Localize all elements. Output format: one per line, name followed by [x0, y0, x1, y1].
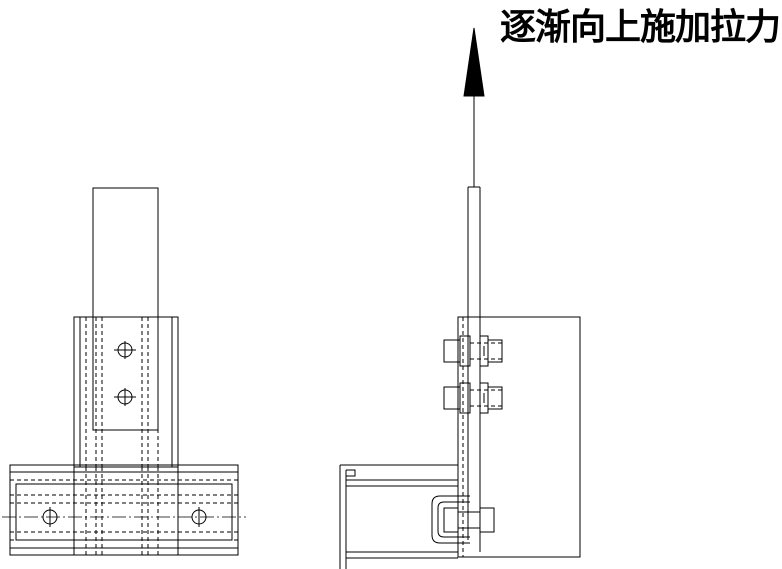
- channel-profile: [339, 464, 458, 569]
- base-bolt-hole-left: [42, 507, 58, 527]
- pull-arrow: [463, 27, 485, 187]
- horizontal-channel: [2, 464, 246, 556]
- vertical-channel: [73, 316, 179, 468]
- mounting-plate: [457, 316, 581, 558]
- side-view: [339, 27, 581, 569]
- bolt-hole-lower: [114, 388, 136, 406]
- bolt-assembly-upper: [443, 335, 503, 367]
- base-bolt-hole-right: [191, 507, 207, 527]
- bolt-assembly-lower: [443, 382, 503, 414]
- front-view: [2, 187, 246, 556]
- vertical-channel-lower: [73, 467, 179, 555]
- bolt-hole-upper: [114, 341, 136, 359]
- channel-nut: [431, 486, 495, 552]
- pull-force-label: 逐渐向上施加拉力: [500, 7, 781, 48]
- hanger-plate: [92, 187, 159, 431]
